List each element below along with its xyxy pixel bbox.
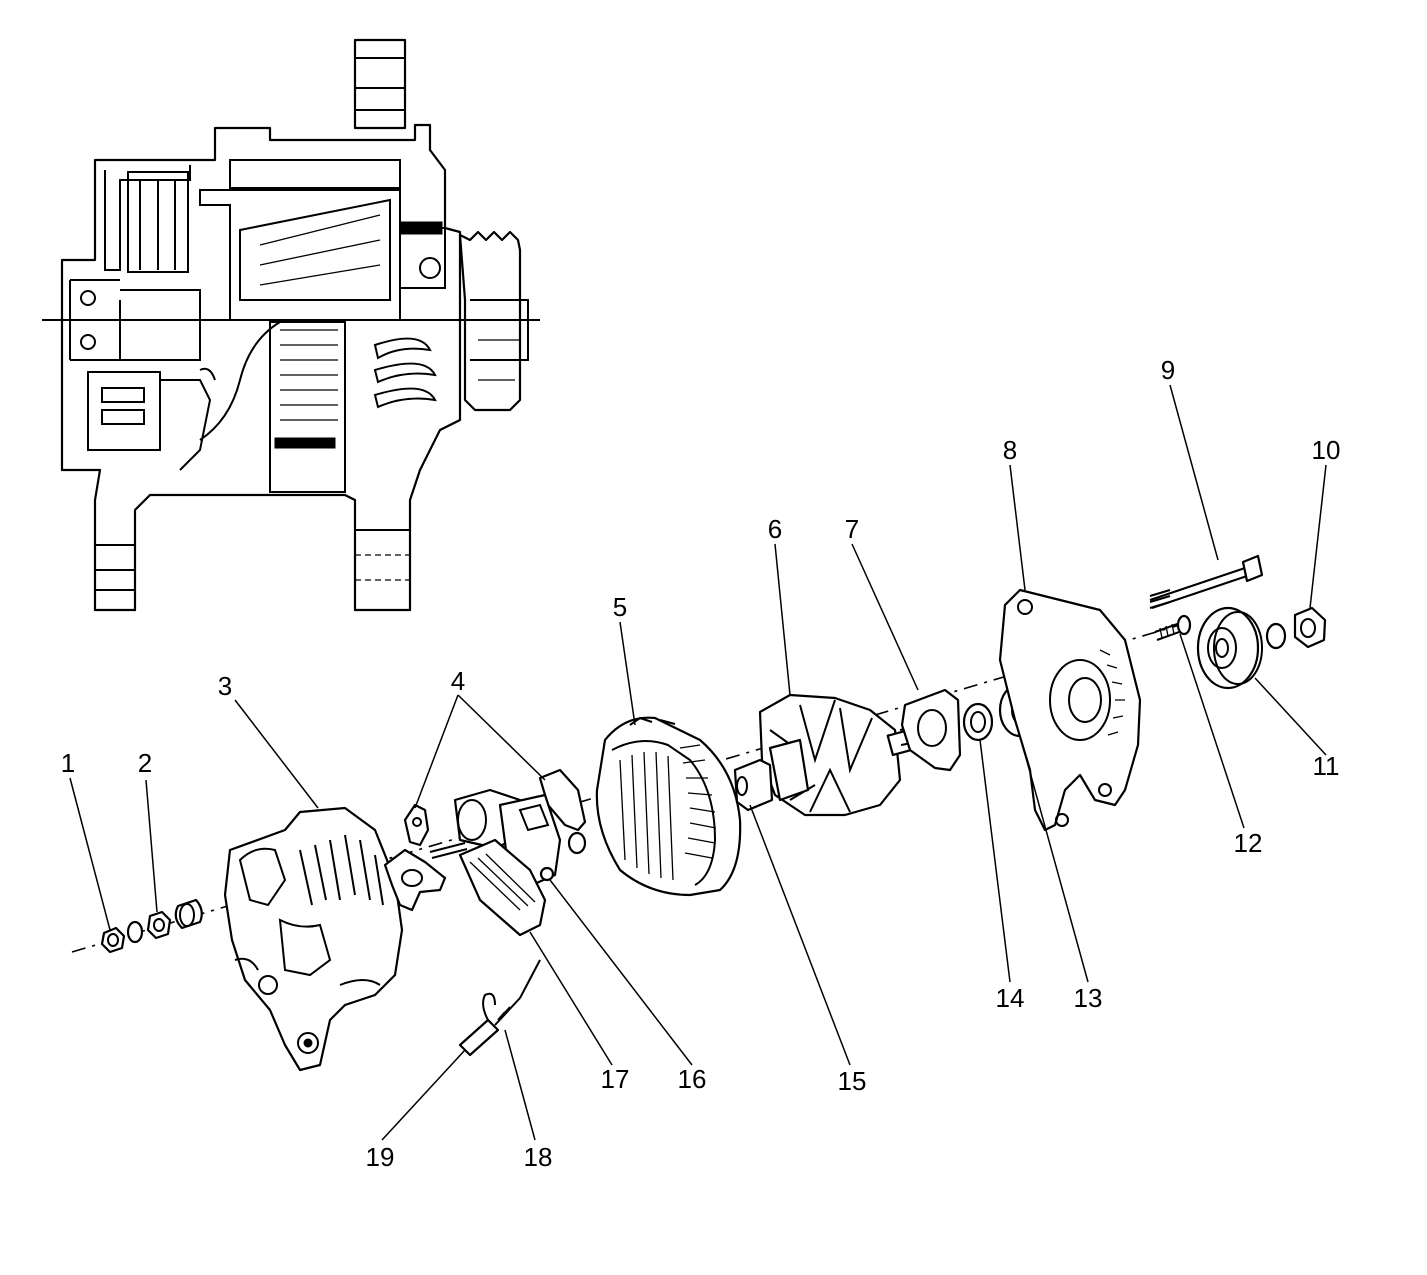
callout-18: 18: [524, 1142, 553, 1172]
callout-2: 2: [138, 748, 152, 778]
alternator-cutaway-view: [42, 38, 540, 612]
part-14-spacer: [962, 702, 994, 742]
callout-7: 7: [845, 514, 859, 544]
insulator-bushing: [174, 898, 203, 930]
part-3-rear-housing: [223, 806, 404, 1072]
part-15-slip-ring: [733, 738, 810, 812]
callout-8: 8: [1003, 435, 1017, 465]
part-4-brush-components: [383, 768, 587, 912]
callout-15: 15: [838, 1066, 867, 1096]
callout-3: 3: [218, 671, 232, 701]
callout-17: 17: [601, 1064, 630, 1094]
callout-16: 16: [678, 1064, 707, 1094]
callout-11: 11: [1313, 751, 1340, 781]
callout-12: 12: [1234, 828, 1263, 858]
callout-14: 14: [996, 983, 1025, 1013]
part-5-stator: [595, 716, 742, 897]
part-10-nut-washer: [1265, 606, 1327, 650]
callout-6: 6: [768, 514, 782, 544]
callout-19: 19: [366, 1142, 395, 1172]
part-12-stud-bolt: [1154, 614, 1192, 641]
callout-5: 5: [613, 592, 627, 622]
callout-10: 10: [1312, 435, 1341, 465]
part-7-gasket: [900, 688, 962, 772]
callout-13: 13: [1074, 983, 1103, 1013]
callout-4: 4: [451, 666, 465, 696]
leader-lines: [69, 384, 1327, 1141]
part-18-19-brush-spring: [458, 959, 541, 1057]
part-8-drive-end-frame: [998, 588, 1142, 832]
part-2-washer: [126, 910, 172, 944]
part-9-through-bolt: [1149, 554, 1264, 609]
callout-labels: 1 2 3 4 5 6 7 8 9 10 11 12 13 14 15 16 1…: [61, 355, 1341, 1172]
part-1-nut: [100, 926, 126, 954]
callout-1: 1: [61, 748, 75, 778]
part-16-17-regulator: [429, 788, 562, 937]
part-11-pulley: [1196, 606, 1263, 690]
callout-9: 9: [1161, 355, 1175, 385]
